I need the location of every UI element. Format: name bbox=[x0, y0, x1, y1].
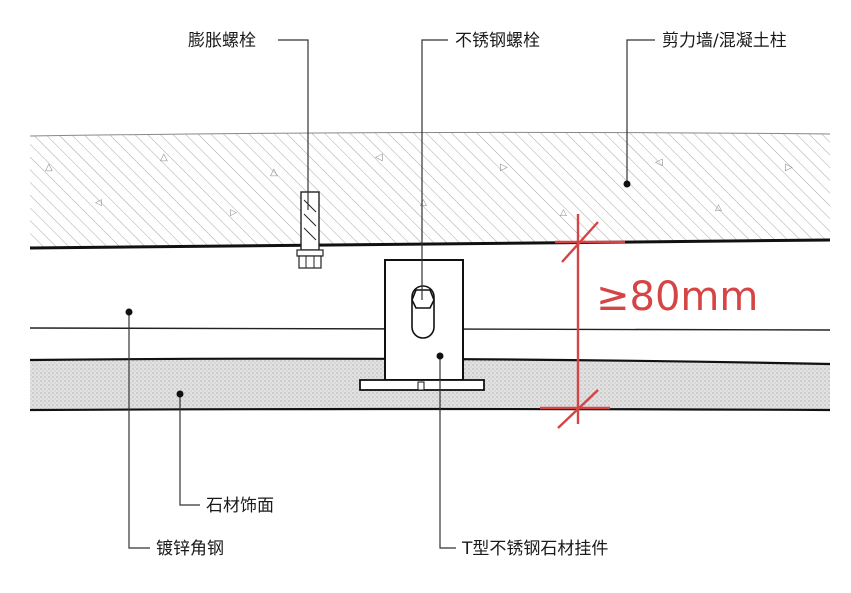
svg-text:△: △ bbox=[715, 203, 722, 213]
leader-lines bbox=[125, 39, 655, 549]
wall-face-line bbox=[29, 238, 831, 250]
label-expansion-bolt: 膨胀螺栓 bbox=[188, 31, 256, 51]
svg-text:◁: ◁ bbox=[375, 152, 383, 163]
label-galvanized-angle: 镀锌角钢 bbox=[156, 539, 224, 559]
svg-text:▷: ▷ bbox=[500, 162, 508, 173]
dimension-label: ≥80mm bbox=[596, 274, 758, 320]
label-stainless-bolt: 不锈钢螺栓 bbox=[455, 31, 540, 51]
concrete-wall: △ ◁ △ ▷ △ ◁ △ ▷ △ ◁ △ ▷ bbox=[29, 131, 831, 248]
t-hanger-graphic bbox=[359, 259, 485, 391]
svg-text:▷: ▷ bbox=[785, 162, 793, 173]
dimension-80mm: ≥80mm bbox=[540, 214, 758, 429]
svg-text:◁: ◁ bbox=[95, 198, 102, 208]
svg-text:△: △ bbox=[420, 198, 427, 208]
svg-text:△: △ bbox=[45, 162, 53, 173]
svg-text:△: △ bbox=[160, 152, 168, 163]
svg-text:▷: ▷ bbox=[230, 208, 237, 218]
svg-text:△: △ bbox=[270, 167, 278, 178]
label-t-hanger: T型不锈钢石材挂件 bbox=[461, 539, 608, 559]
svg-text:△: △ bbox=[560, 208, 567, 218]
expansion-bolt-graphic bbox=[296, 191, 324, 269]
label-shear-wall: 剪力墙/混凝土柱 bbox=[662, 31, 787, 51]
label-stone-facing: 石材饰面 bbox=[206, 496, 274, 516]
svg-text:◁: ◁ bbox=[655, 157, 663, 168]
aggregate-marks: △ ◁ △ ▷ △ ◁ △ ▷ △ ◁ △ ▷ bbox=[45, 152, 793, 218]
